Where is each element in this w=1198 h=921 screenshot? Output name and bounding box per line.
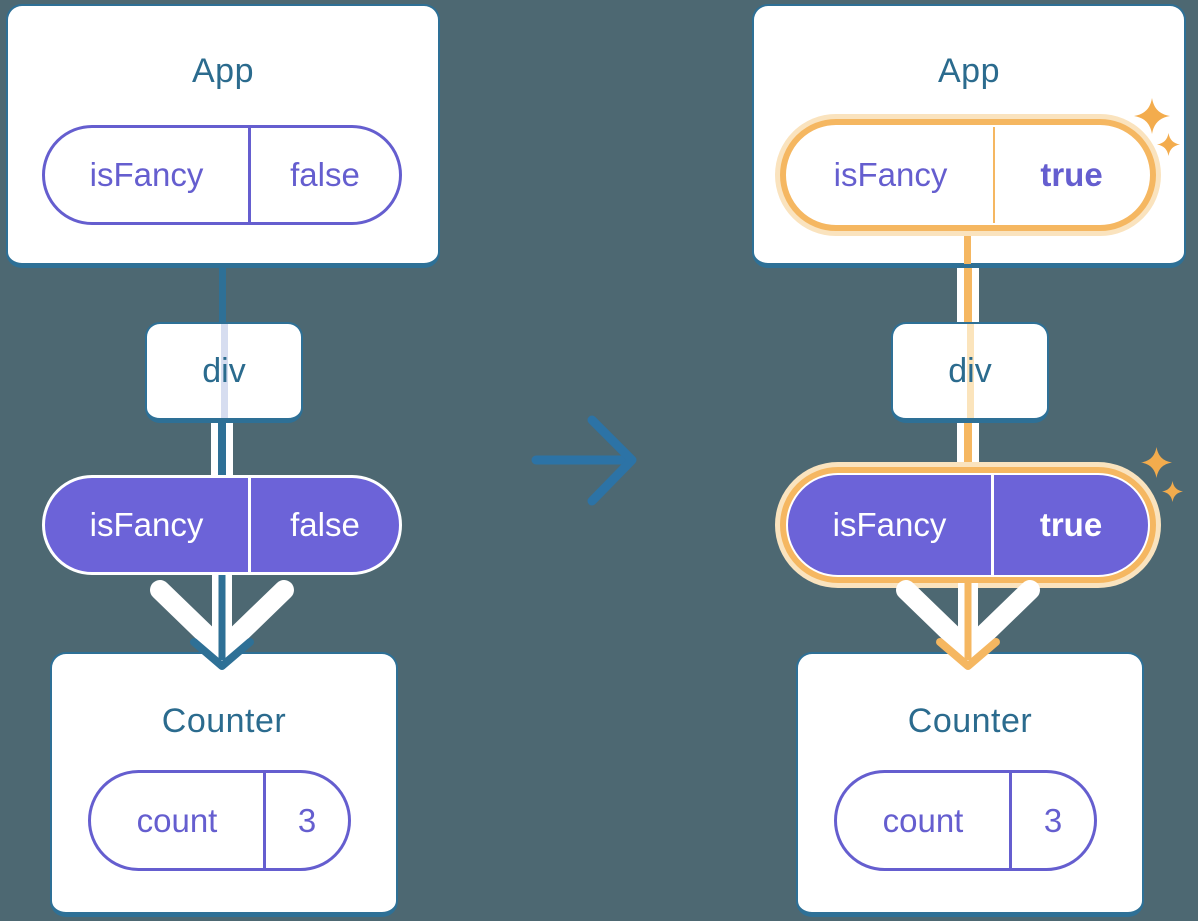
edge-white-left xyxy=(957,268,964,322)
state-key: count xyxy=(882,801,964,839)
app-prop-pill-after: isFancy true xyxy=(780,119,1156,231)
app-prop-pill-before: isFancy false xyxy=(42,125,402,225)
edge-teal-center xyxy=(218,423,226,475)
counter-state-pill-before: count 3 xyxy=(88,770,351,871)
passed-prop-pill-after: isFancy true xyxy=(780,467,1156,583)
state-key: count xyxy=(136,801,218,839)
prop-pass-through-line xyxy=(966,324,974,418)
counter-title-before: Counter xyxy=(161,702,287,740)
sparkle-icon xyxy=(1134,98,1170,134)
pill-divider xyxy=(263,773,266,868)
down-chevron-arrow-icon xyxy=(150,575,294,670)
state-value: 3 xyxy=(1043,801,1063,839)
app-title-before: App xyxy=(192,52,254,90)
sparkle-icon xyxy=(1157,133,1180,156)
prop-key: isFancy xyxy=(89,506,204,543)
app-card-after: App isFancy true xyxy=(752,4,1186,268)
counter-card-after: Counter count 3 xyxy=(796,652,1144,917)
edge-div-prop-after xyxy=(957,423,979,475)
pill-divider xyxy=(248,128,251,222)
edge-orange-center xyxy=(964,268,972,322)
div-node-after: div xyxy=(891,322,1049,423)
sparkle-icon xyxy=(1162,481,1183,502)
pill-divider xyxy=(993,127,995,223)
transition-right-arrow-icon xyxy=(531,415,637,506)
state-value: 3 xyxy=(297,801,317,839)
edge-white-left xyxy=(957,423,964,475)
div-node-before: div xyxy=(145,322,303,423)
pill-divider xyxy=(991,475,994,575)
edge-white-right xyxy=(972,423,979,475)
pill-divider xyxy=(248,478,251,572)
orange-stem xyxy=(964,228,971,264)
edge-div-prop-before xyxy=(211,423,233,475)
counter-card-before: Counter count 3 xyxy=(50,652,398,917)
counter-title-after: Counter xyxy=(907,702,1033,740)
app-card-before: App isFancy false xyxy=(6,4,440,268)
pill-divider xyxy=(1009,773,1012,868)
edge-white-left xyxy=(211,423,218,475)
edge-app-div-after xyxy=(957,268,979,322)
div-label-after: div xyxy=(948,351,992,390)
down-chevron-arrow-icon xyxy=(896,580,1040,670)
highlighted-pill-body: isFancy true xyxy=(788,475,1148,575)
prop-pass-through-line xyxy=(220,324,228,418)
prop-value: false xyxy=(290,506,360,543)
prop-key: isFancy xyxy=(832,506,947,543)
prop-value: false xyxy=(290,156,360,193)
prop-key: isFancy xyxy=(833,156,948,193)
div-label-before: div xyxy=(202,351,246,390)
edge-app-div-before xyxy=(219,266,226,322)
sparkle-icon xyxy=(1141,447,1172,478)
edge-orange-center xyxy=(964,423,972,475)
app-title-after: App xyxy=(938,52,1000,90)
highlighted-pill-body: isFancy true xyxy=(788,127,1148,223)
edge-white-right xyxy=(972,268,979,322)
prop-key: isFancy xyxy=(89,156,204,193)
prop-value: true xyxy=(1040,156,1103,193)
counter-state-pill-after: count 3 xyxy=(834,770,1097,871)
prop-value: true xyxy=(1039,506,1103,543)
edge-white-right xyxy=(226,423,233,475)
passed-prop-pill-before: isFancy false xyxy=(42,475,402,575)
